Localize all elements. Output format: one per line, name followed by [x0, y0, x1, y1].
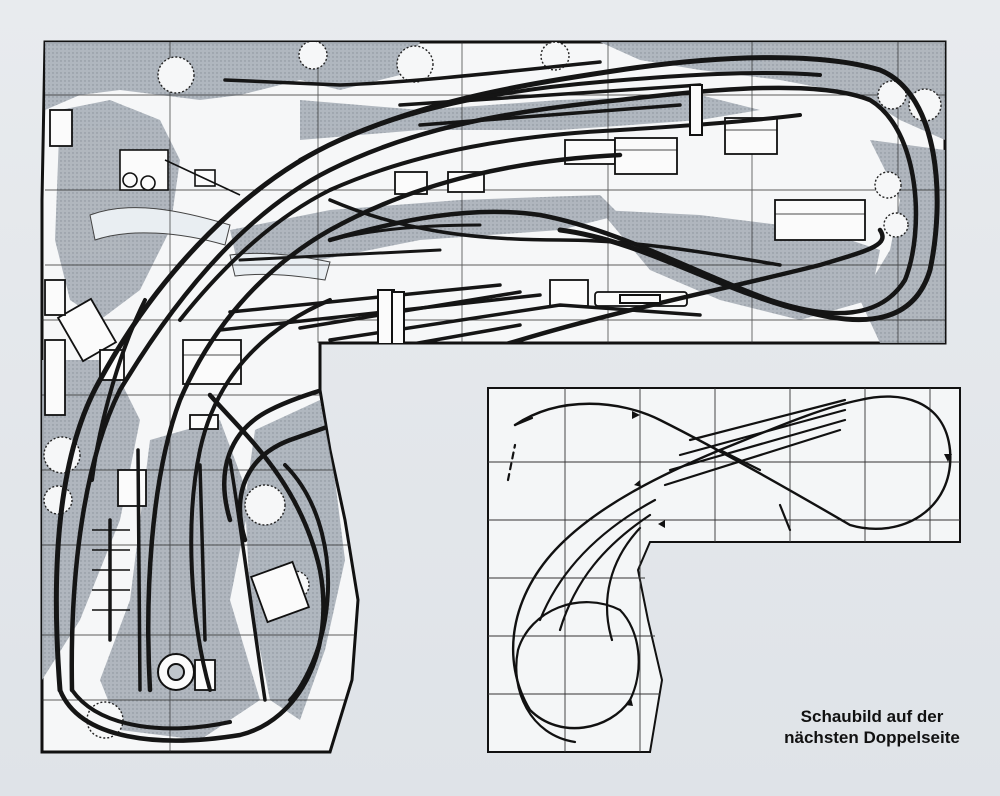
direction-arrow-icon — [625, 411, 952, 706]
schematic-outline — [487, 387, 961, 753]
caption-line-1: Schaubild auf der — [800, 707, 944, 726]
schematic-grid — [488, 388, 960, 752]
crane — [377, 84, 703, 349]
main-track-plan — [40, 40, 947, 754]
schematic-tracks — [506, 395, 952, 744]
caption: Schaubild auf der nächsten Doppelseite — [752, 706, 992, 748]
schematic-diagram — [487, 387, 961, 753]
turntable-icon — [157, 653, 195, 691]
factory — [119, 149, 241, 196]
caption-line-2: nächsten Doppelseite — [784, 728, 960, 747]
tracks — [53, 55, 940, 743]
